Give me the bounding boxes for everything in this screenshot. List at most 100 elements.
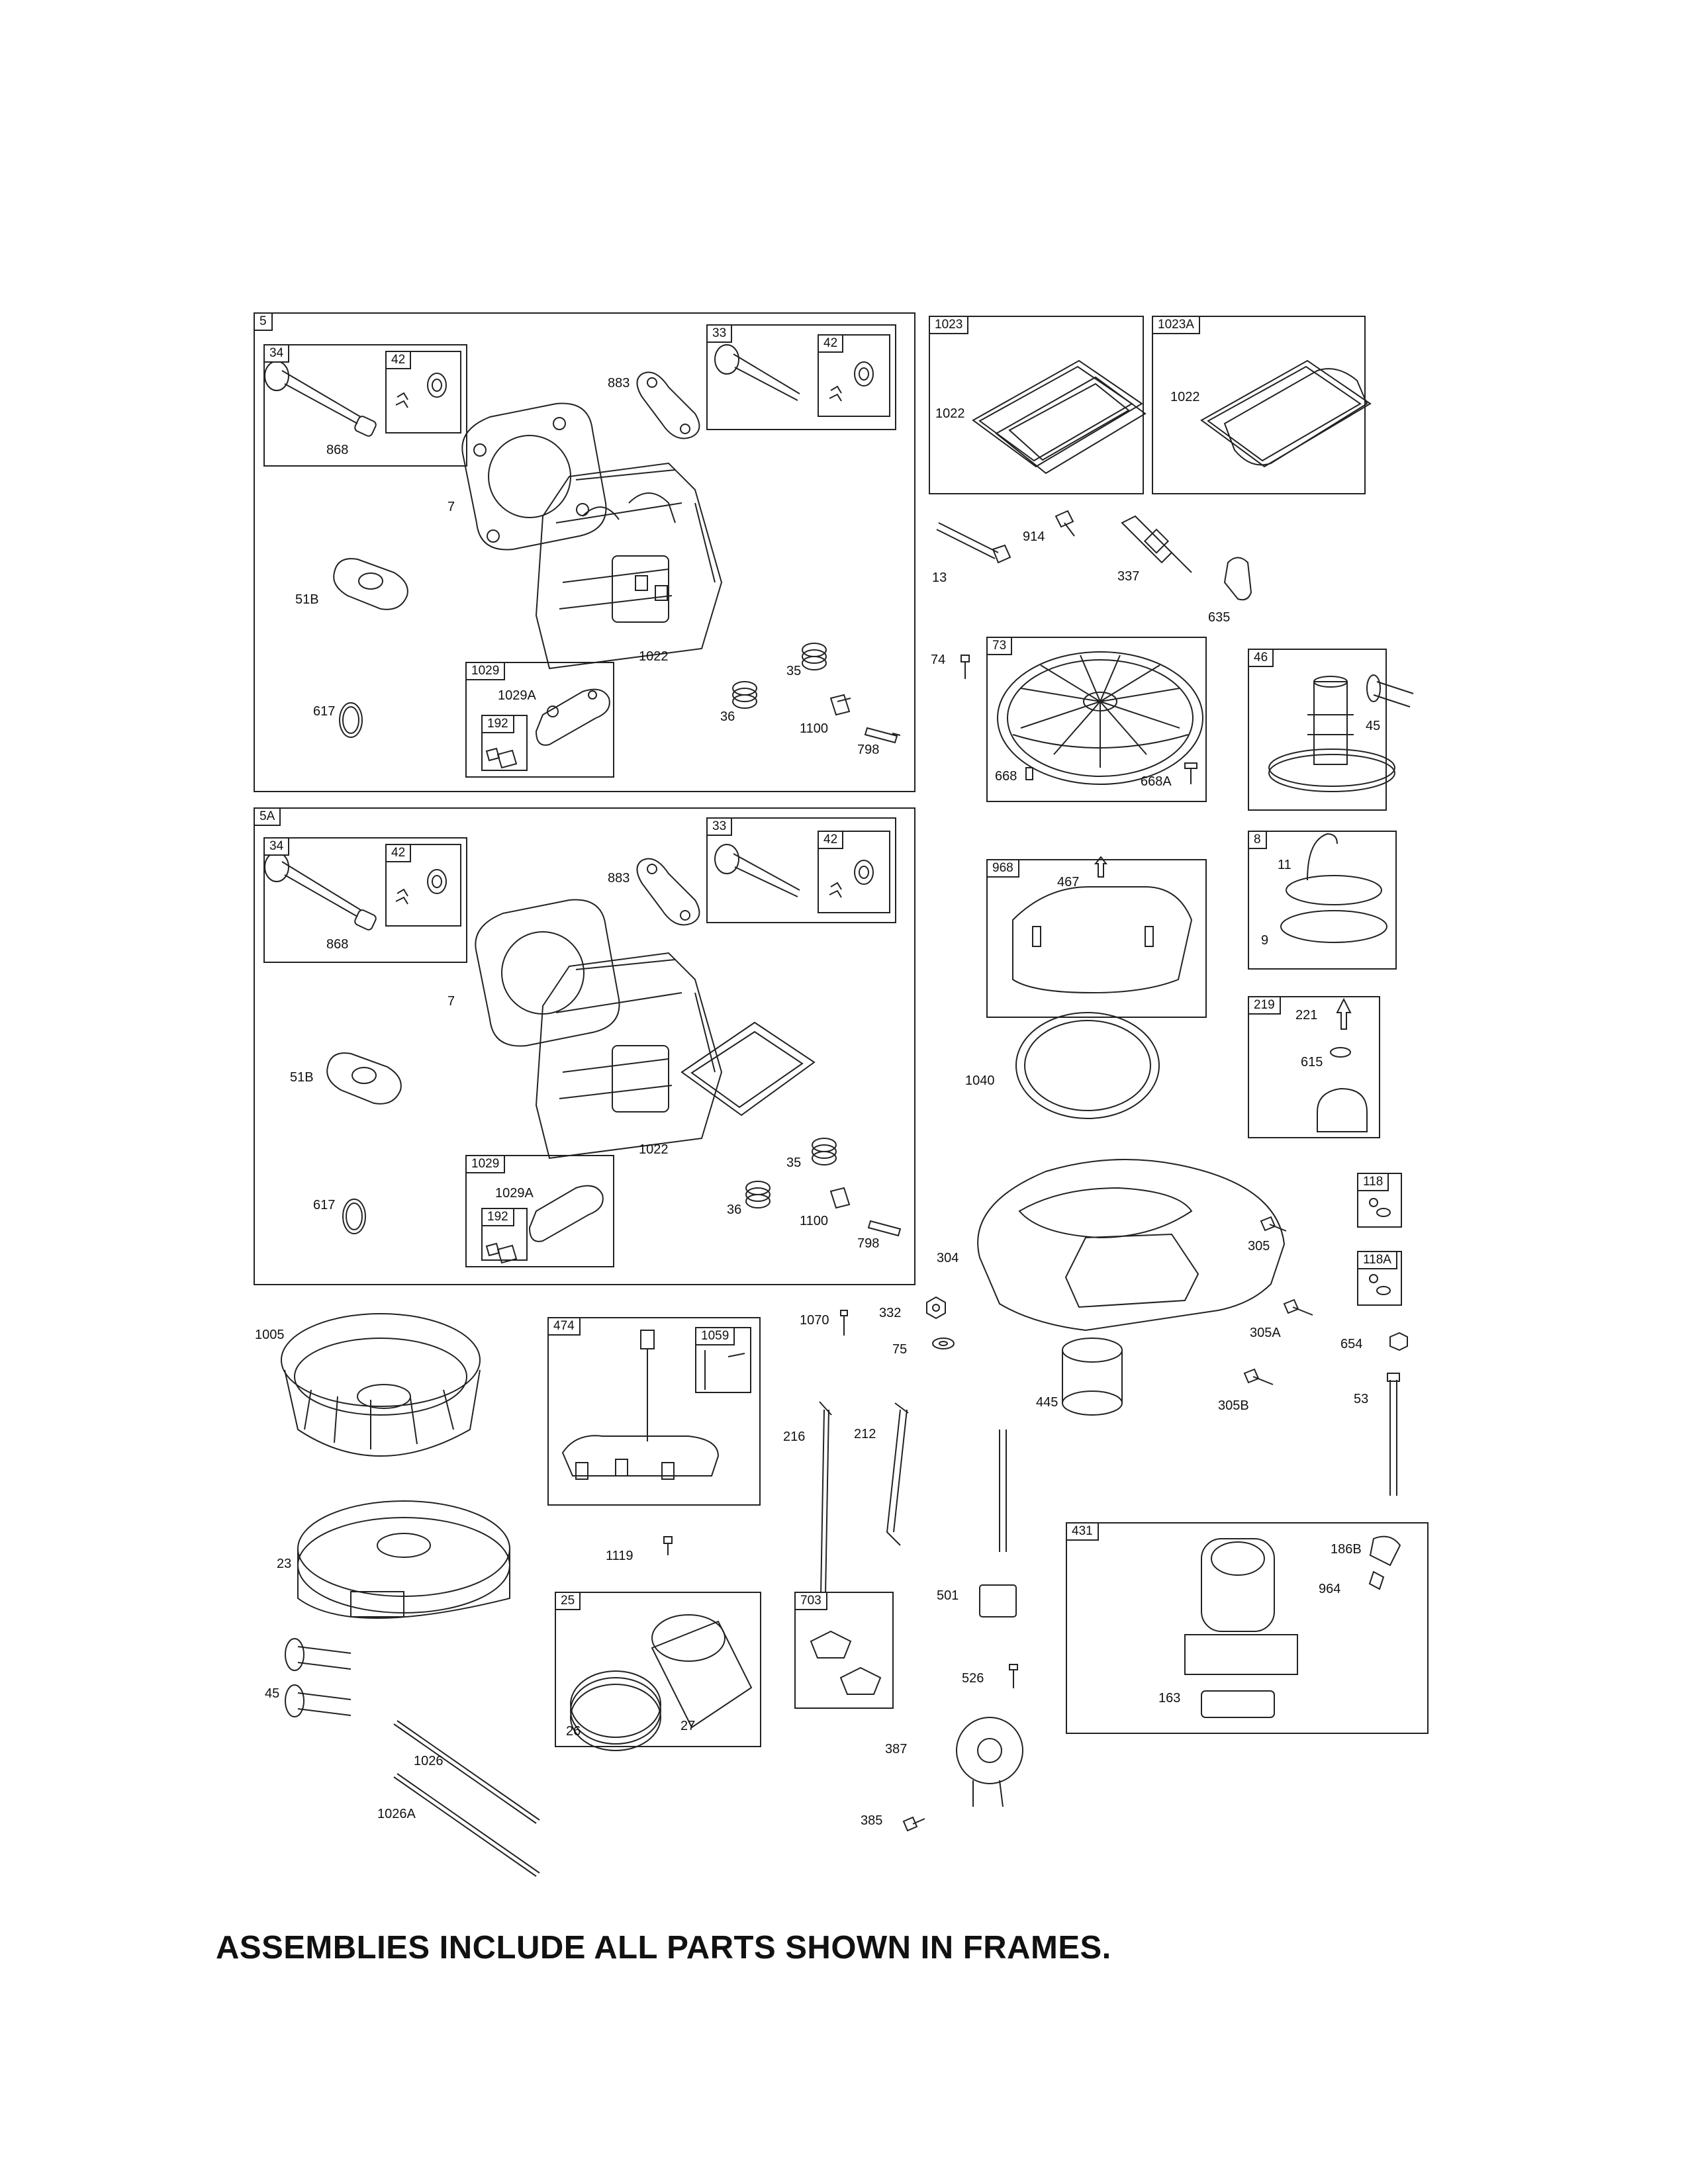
- air-guide-968-drawing: [1013, 857, 1192, 993]
- frame-5-34: 34: [263, 344, 467, 467]
- callout-1029a: 1029A: [498, 688, 536, 703]
- frame-5-1029: 1029: [465, 662, 614, 778]
- callout-27: 27: [680, 1719, 696, 1733]
- callout-1119: 1119: [606, 1549, 633, 1563]
- rocker-stud-drawing: [865, 728, 900, 743]
- valve-keeper-drawing: [396, 373, 446, 408]
- callout-526: 526: [962, 1671, 984, 1686]
- exhaust-gasket-5a-drawing: [637, 859, 700, 925]
- frame-label: 33: [708, 326, 733, 343]
- callout-798: 798: [857, 1236, 880, 1251]
- callout-914: 914: [1023, 529, 1045, 544]
- frame-label: 1029: [467, 1156, 506, 1173]
- frame-219: 219: [1248, 996, 1380, 1138]
- frame-label: 34: [265, 839, 290, 856]
- callout-668: 668: [995, 769, 1017, 784]
- rocker-arm-5a-drawing: [487, 1186, 603, 1263]
- frame-label: 42: [819, 336, 844, 353]
- valve-cover-1023-drawing: [973, 361, 1145, 473]
- callout-216: 216: [783, 1430, 806, 1444]
- nut-332-drawing: [927, 1297, 945, 1318]
- callout-385: 385: [861, 1813, 883, 1828]
- retainer-drawing: [831, 695, 851, 715]
- pins-45b-drawing: [285, 1639, 351, 1717]
- callout-186b: 186B: [1331, 1542, 1362, 1557]
- elbow-186b-drawing: [1370, 1537, 1400, 1589]
- callout-7: 7: [447, 994, 455, 1009]
- callout-9: 9: [1261, 933, 1269, 948]
- callout-51b: 51B: [290, 1070, 314, 1085]
- callout-1040: 1040: [965, 1073, 995, 1088]
- callout-617: 617: [313, 704, 336, 719]
- frame-label: 34: [265, 345, 290, 363]
- frame-label: 474: [549, 1318, 581, 1336]
- screw-385-drawing: [904, 1817, 925, 1831]
- frame-5: 5: [254, 312, 915, 792]
- blower-housing-drawing: [978, 1160, 1284, 1330]
- frame-5-192: 192: [481, 715, 528, 771]
- callout-36: 36: [727, 1203, 742, 1217]
- callout-1070: 1070: [800, 1313, 829, 1328]
- dipstick-tube-drawing: [1387, 1373, 1399, 1496]
- stator-474-drawing: [563, 1330, 745, 1479]
- frame-label: 968: [988, 860, 1019, 878]
- frame-5-33: 33: [706, 324, 896, 430]
- frame-5a-1029: 1029: [465, 1155, 614, 1267]
- plug-boot-drawing: [1225, 558, 1251, 600]
- callout-501: 501: [937, 1588, 959, 1603]
- frame-1059: 1059: [695, 1327, 751, 1393]
- frame-8: 8: [1248, 831, 1397, 970]
- o-ring-5a-drawing: [343, 1199, 365, 1234]
- callout-1100: 1100: [800, 721, 829, 736]
- frame-25: 25: [555, 1592, 761, 1747]
- frame-label: 1029: [467, 663, 506, 680]
- frame-label: 42: [387, 845, 412, 862]
- pin-45-drawing: [1367, 675, 1413, 707]
- callout-11: 11: [1278, 858, 1291, 872]
- rocker-nut-drawing: [487, 749, 516, 768]
- nut-118-drawing: [1370, 1199, 1390, 1295]
- flywheel-23-drawing: [298, 1501, 510, 1618]
- callout-75: 75: [892, 1342, 908, 1357]
- callout-45: 45: [265, 1686, 280, 1701]
- frame-label: 5: [255, 314, 273, 331]
- callout-45: 45: [1366, 719, 1381, 733]
- screw-74-drawing: [961, 655, 969, 679]
- callout-668a: 668A: [1141, 774, 1172, 789]
- frame-label: 118: [1358, 1174, 1389, 1191]
- callout-7: 7: [447, 500, 455, 514]
- footer-note: ASSEMBLIES INCLUDE ALL PARTS SHOWN IN FR…: [216, 1930, 1111, 1966]
- cylinder-head-5a-drawing: [536, 953, 722, 1158]
- frame-474: 474: [547, 1317, 761, 1506]
- callout-35: 35: [786, 664, 802, 678]
- callout-305b: 305B: [1218, 1398, 1249, 1413]
- frame-703: 703: [794, 1592, 894, 1709]
- callout-868: 868: [326, 443, 349, 457]
- valve-spring-5a-drawing: [746, 1138, 900, 1236]
- callout-798: 798: [857, 743, 880, 757]
- callout-53: 53: [1354, 1392, 1369, 1406]
- callout-1022: 1022: [639, 649, 669, 664]
- valve-keeper-2-drawing: [829, 362, 873, 401]
- spark-plug-drawing: [1122, 516, 1192, 572]
- callout-615: 615: [1301, 1055, 1323, 1069]
- frame-label: 703: [796, 1593, 827, 1610]
- frame-label: 42: [387, 352, 412, 369]
- frame-label: 46: [1249, 650, 1274, 667]
- callout-868: 868: [326, 937, 349, 952]
- frame-label: 1023: [930, 317, 969, 334]
- callout-1029a: 1029A: [495, 1186, 534, 1201]
- frame-5-42a: 42: [385, 351, 461, 433]
- callout-221: 221: [1295, 1008, 1318, 1023]
- frame-431: 431: [1066, 1522, 1429, 1734]
- callout-1026: 1026: [414, 1754, 444, 1768]
- callout-654: 654: [1340, 1337, 1363, 1351]
- washer-75-drawing: [933, 1338, 954, 1349]
- valve-spring-drawing: [733, 643, 826, 708]
- fuel-line-drawing: [980, 1430, 1016, 1617]
- frame-label: 1023A: [1153, 317, 1200, 334]
- callout-13: 13: [932, 570, 947, 585]
- frame-label: 8: [1249, 832, 1267, 849]
- callout-337: 337: [1117, 569, 1140, 584]
